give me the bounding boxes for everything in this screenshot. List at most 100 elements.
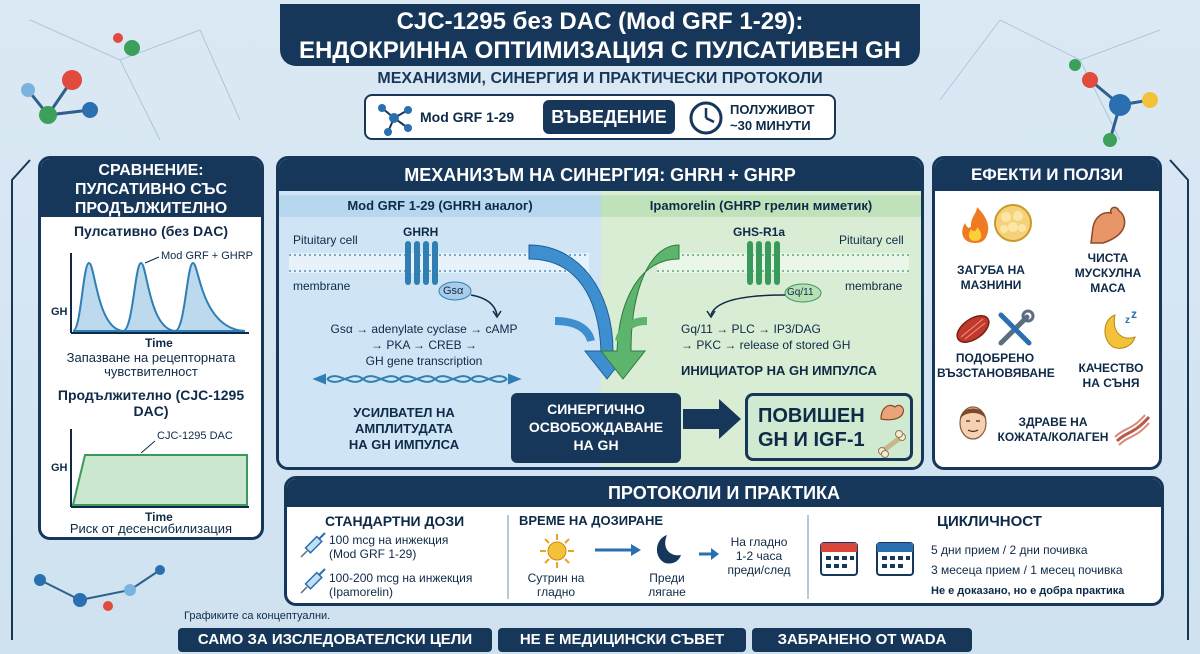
ghrh-receptor-icon [405, 241, 472, 301]
continuous-note: Риск от десенсибилизация [69, 521, 233, 536]
ghsr-receptor-icon [747, 241, 822, 303]
ghsr-receptor-label: GHS-R1a [733, 225, 786, 239]
moon-icon [656, 535, 681, 564]
fire-icon [962, 207, 989, 243]
ghrp-side-title: Ipamorelin (GHRP грелин миметик) [601, 195, 921, 217]
ghrh-side-title: Mod GRF 1-29 (GHRH аналог) [279, 195, 601, 217]
ghrp-cell-label: Pituitary cell [839, 233, 904, 247]
right-membrane [657, 253, 909, 273]
comparison-panel: СРАВНЕНИЕ: ПУЛСАТИВНО СЪС ПРОДЪЛЖИТЕЛНО … [38, 156, 264, 540]
timing-morning: Сутрин на гладно [527, 571, 585, 599]
pulsatile-note: Запазване на рецепторната чувствителност [66, 350, 236, 379]
effects-heading: ЕФЕКТИ И ПОЛЗИ [935, 159, 1159, 191]
title-banner: CJC-1295 без DAC (Mod GRF 1-29): ЕНДОКРИ… [280, 4, 920, 66]
footer-research-only: САМО ЗА ИЗСЛЕДОВАТЕЛСКИ ЦЕЛИ [178, 628, 492, 652]
page-subtitle: МЕХАНИЗМИ, СИНЕРГИЯ И ПРАКТИЧЕСКИ ПРОТОК… [377, 70, 823, 87]
comparison-heading: СРАВНЕНИЕ: ПУЛСАТИВНО СЪС ПРОДЪЛЖИТЕЛНО [41, 159, 261, 217]
dose-mod-grf: 100 mcg на инжекция (Mod GRF 1-29) [329, 533, 449, 561]
molecule-right-decoration [1069, 59, 1158, 147]
ghrh-cell-label: Pituitary cell [293, 233, 358, 247]
disclaimer-note: Графиките са концептуални. [184, 610, 331, 622]
pulsatile-chart: GH Mod GRF + GHRP Time [51, 250, 253, 350]
mechanism-diagram [289, 241, 909, 439]
ghrp-signal-arrow-icon [599, 244, 680, 380]
continuous-xlabel: Time [145, 510, 173, 524]
pulsatile-xlabel: Time [145, 336, 173, 350]
intro-section-label: ВЪВЕДЕНИЕ [543, 100, 675, 134]
protocols-heading: ПРОТОКОЛИ И ПРАКТИКА [287, 479, 1161, 507]
moon-sleep-icon: z z [1104, 307, 1137, 349]
muscle-icon [880, 404, 904, 421]
cycling-monthly: 3 месеца прием / 1 месец почивка [931, 563, 1123, 577]
calendar-icon-2 [876, 542, 914, 576]
gs-arrow-icon [470, 294, 498, 316]
molecule-icon [378, 104, 412, 136]
intro-box: Mod GRF 1-29 ВЪВЕДЕНИЕ ПОЛУЖИВОТ ~30 МИН… [364, 94, 836, 140]
pulsatile-series-label: Mod GRF + GHRP [161, 250, 253, 262]
ghrp-membrane-label: membrane [845, 279, 903, 293]
cycling-heading: ЦИКЛИЧНОСТ [937, 513, 1042, 530]
cycling-weekly: 5 дни прием / 2 дни почивка [931, 543, 1088, 557]
footer-wada-banned: ЗАБРАНЕНО ОТ WADA [752, 628, 972, 652]
gq-arrow-icon [710, 294, 786, 316]
flexed-arm-icon [1090, 206, 1126, 244]
effect-recovery: ПОДОБРЕНО ВЪЗСТАНОВЯВАНЕ [937, 351, 1055, 380]
mechanism-panel: МЕХАНИЗЪМ НА СИНЕРГИЯ: GHRH + GHRP Mod G… [276, 156, 924, 470]
syringe-icon-2 [300, 568, 326, 594]
ghrh-role: УСИЛВАТЕЛ НА АМПЛИТУДАТА НА GH ИМПУЛСА [348, 405, 460, 452]
doses-heading: СТАНДАРТНИ ДОЗИ [325, 513, 465, 529]
intro-halflife: ПОЛУЖИВОТ ~30 МИНУТИ [730, 102, 815, 133]
synergy-box: СИНЕРГИЧНО ОСВОБОЖДАВАНЕ НА GH [511, 393, 681, 463]
continuous-chart-title: Продължително (CJC-1295 DAC) [57, 387, 245, 419]
ghsr-protein-label: Gq/11 [787, 287, 814, 298]
bone-icon [878, 430, 906, 458]
page-title-line2: ЕНДОКРИННА ОПТИМИЗАЦИЯ С ПУЛСАТИВЕН GH [298, 37, 902, 64]
effects-panel: ЕФЕКТИ И ПОЛЗИ ЗАГУБА НА МАЗНИНИ ЧИСТА М… [932, 156, 1162, 470]
fasting-arrow-icon [699, 548, 719, 560]
face-skin-icon [959, 406, 987, 440]
continuous-curve [71, 454, 248, 506]
svg-text:z: z [1125, 315, 1130, 326]
continuous-chart: GH CJC-1295 DAC Time [51, 429, 249, 524]
footer-not-medical-advice: НЕ Е МЕДИЦИНСКИ СЪВЕТ [498, 628, 746, 652]
molecule-bottom-left-decoration [34, 565, 165, 611]
ghrh-protein-label: Gsα [443, 285, 464, 297]
continuous-ylabel: GH [51, 462, 68, 474]
ghrh-small-arrow-icon [554, 317, 595, 343]
ghrp-role: ИНИЦИАТОР НА GH ИМПУЛСА [681, 363, 877, 378]
fat-cells-icon [994, 204, 1032, 242]
collagen-fiber-icon [1114, 414, 1151, 446]
effect-skin-collagen: ЗДРАВЕ НА КОЖАТА/КОЛАГЕН [997, 415, 1109, 444]
sun-icon [540, 534, 574, 568]
protocols-divider-1 [507, 515, 509, 599]
dose-ipamorelin: 100-200 mcg на инжекция (Ipamorelin) [329, 571, 473, 599]
molecule-left-decoration [21, 33, 140, 124]
timing-heading: ВРЕМЕ НА ДОЗИРАНЕ [519, 513, 664, 528]
timing-arrow-icon [595, 544, 641, 556]
pulsatile-chart-title: Пулсативно (без DAC) [73, 223, 229, 239]
ghrh-membrane-label: membrane [293, 279, 351, 293]
calendar-icon-1 [820, 542, 858, 576]
cycling-note: Не е доказано, но е добра практика [931, 585, 1125, 597]
effect-lean-muscle: ЧИСТА МУСКУЛНА МАСА [1074, 251, 1142, 295]
ghrh-pathway: Gsα → adenylate cyclase → cAMP → PKA → C… [330, 322, 518, 368]
protocols-panel: ПРОТОКОЛИ И ПРАКТИКА СТАНДАРТНИ ДОЗИ 100… [284, 476, 1164, 606]
result-arrow-icon [683, 399, 741, 439]
muscle-fiber-icon [956, 315, 990, 343]
svg-text:z: z [1131, 307, 1137, 321]
intro-molecule-label: Mod GRF 1-29 [420, 109, 515, 125]
pulsatile-curve [72, 261, 246, 333]
ghrp-small-arrow-icon [615, 317, 648, 343]
page-title-line1: CJC-1295 без DAC (Mod GRF 1-29): [396, 8, 804, 35]
tools-icon [998, 309, 1035, 346]
timing-night: Преди лягане [648, 571, 686, 599]
timing-fasting: На гладно 1-2 часа преди/след [727, 535, 791, 577]
clock-icon [689, 101, 723, 135]
syringe-icon-1 [300, 532, 326, 558]
mechanism-heading: МЕХАНИЗЪМ НА СИНЕРГИЯ: GHRH + GHRP [279, 159, 921, 191]
dna-icon [312, 373, 522, 385]
continuous-series-label: CJC-1295 DAC [157, 430, 233, 442]
effect-sleep: КАЧЕСТВО НА СЪНЯ [1078, 361, 1144, 390]
ghrh-receptor-label: GHRH [403, 225, 439, 239]
